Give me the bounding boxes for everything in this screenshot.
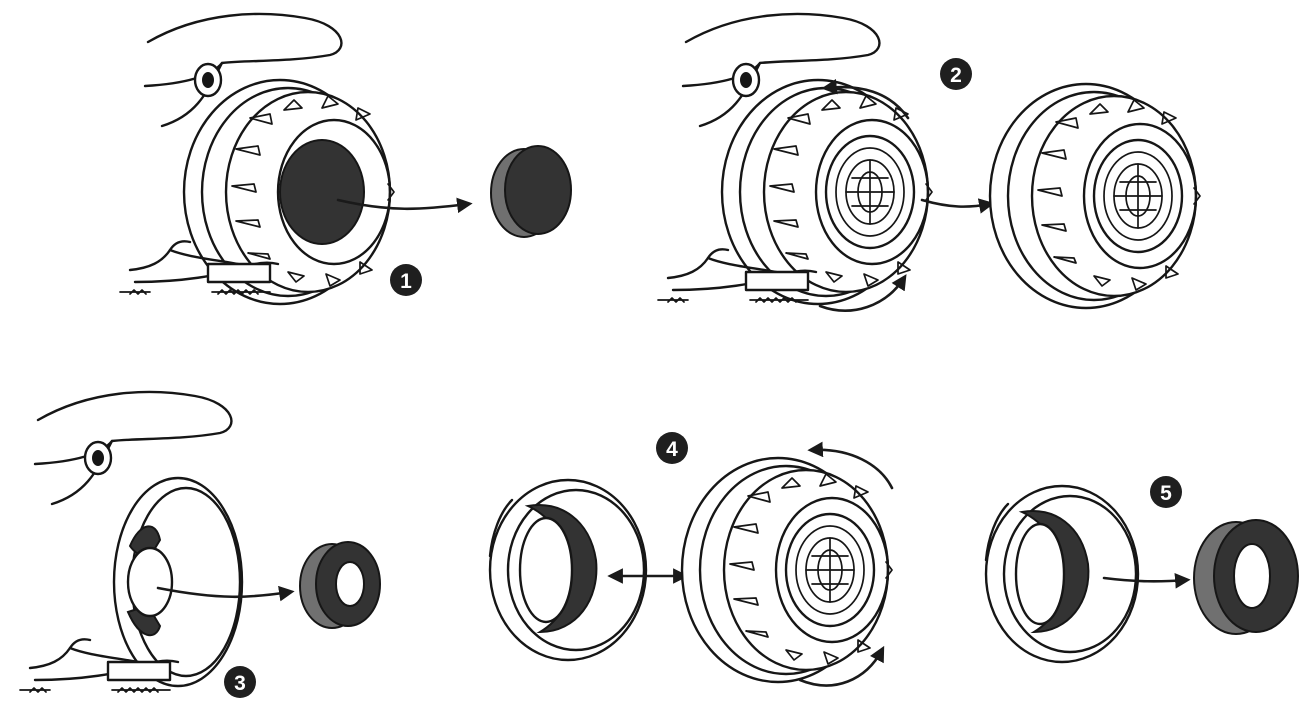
- step-2-group: 2: [656, 12, 1200, 312]
- detach-arrow: [920, 198, 995, 214]
- twist-arrow-bottom: [798, 645, 885, 687]
- foam-ring: [299, 541, 381, 629]
- step-4-group: 4: [488, 432, 894, 687]
- foam-disc: [490, 145, 572, 238]
- step-1-group: 1: [118, 12, 572, 304]
- twist-arrow-top: [821, 78, 910, 120]
- step-badge-2: 2: [940, 58, 972, 90]
- earcup-with-grille: [682, 458, 892, 682]
- earcup-with-grille: [722, 80, 932, 304]
- detached-earcup: [990, 84, 1200, 308]
- attach-ring-arrow: [1102, 573, 1191, 589]
- step-3-group: 3: [18, 390, 381, 698]
- foam-ring-large: [1193, 519, 1299, 635]
- svg-text:5: 5: [1160, 482, 1172, 505]
- earcup-ring-shell: [488, 478, 648, 662]
- remove-arrow: [336, 197, 473, 214]
- open-earcup-shell: [112, 476, 244, 688]
- twist-arrow-top: [807, 441, 894, 490]
- step-5-group: 5: [984, 476, 1299, 664]
- svg-text:2: 2: [950, 64, 962, 87]
- earcup-ring-shell: [984, 484, 1140, 664]
- step-badge-4: 4: [656, 432, 688, 464]
- earcup-with-foam: [184, 80, 394, 304]
- step-badge-1: 1: [390, 264, 422, 296]
- step-badge-3: 3: [224, 666, 256, 698]
- svg-text:4: 4: [666, 438, 678, 461]
- remove-ring-arrow: [156, 585, 295, 602]
- step-badge-5: 5: [1150, 476, 1182, 508]
- twist-arrow-bottom: [818, 274, 907, 312]
- svg-text:1: 1: [400, 270, 412, 293]
- svg-text:3: 3: [234, 672, 246, 695]
